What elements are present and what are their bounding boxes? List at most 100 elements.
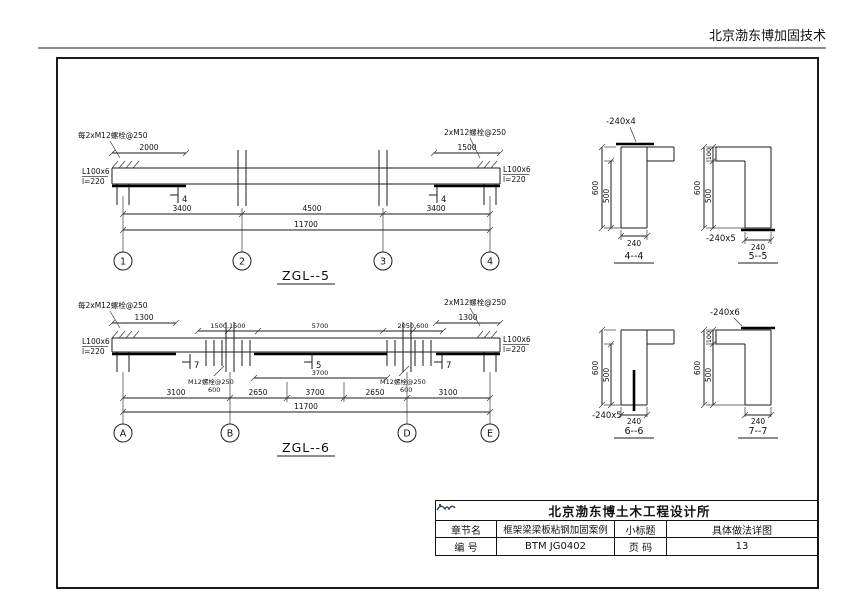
bolt-note-left: 每2xM12螺栓@250 (78, 130, 148, 140)
bolt-ticks-right (386, 340, 432, 366)
bolt-callout-dim: 600 (208, 386, 220, 394)
cut-mark-label: 7 (446, 361, 451, 371)
page-label: 页 码 (614, 537, 666, 555)
dim-label: 240 (627, 239, 642, 248)
dim-label: 500 (602, 189, 611, 204)
dim-label: 2650 (365, 388, 384, 397)
section-6-6: 600 500 -240x5 240 6--6 (591, 326, 675, 439)
dim-label: 500 (704, 189, 713, 204)
section-name: 7--7 (749, 426, 768, 437)
dim-label: 3100 (438, 388, 457, 397)
grid-bubble (397, 423, 417, 443)
dim-label: 600 (591, 361, 600, 376)
dim-label: 2000 (139, 143, 158, 152)
cut-mark-label: 5 (316, 361, 321, 371)
number-value: BTM JG0402 (496, 537, 614, 555)
dim-label: 1500,1500 (210, 322, 245, 330)
dim-label: 3400 (426, 204, 445, 213)
left-end-hatch (111, 160, 140, 169)
grid-bubble-label: 1 (120, 257, 126, 268)
bolt-note-right: 2xM12螺栓@250 (444, 127, 506, 137)
chapter-value: 框架梁梁板粘钢加固案例 (496, 520, 614, 537)
angle-note: L100x6 (82, 167, 110, 176)
plate-label: -240x6 (710, 308, 740, 318)
angle-note: L100x6 (503, 165, 531, 174)
bolt-callout: M12螺栓@250 (380, 377, 426, 386)
angle-note: L100x6 (503, 335, 531, 344)
grid-bubble (480, 423, 500, 443)
grid-bubble (480, 251, 500, 271)
grid-bubble (113, 423, 133, 443)
cut-mark-label: 4 (182, 195, 187, 205)
subtitle-label: 小标题 (614, 520, 666, 537)
cut-mark-label: 4 (441, 195, 446, 205)
zgl5-title: ZGL--5 (282, 268, 330, 283)
angle-note: l=220 (82, 347, 105, 356)
grid-bubble-label: 3 (380, 257, 386, 268)
dim-label: 1300 (134, 313, 153, 322)
dim-label: 600 (591, 181, 600, 196)
section-name: 5--5 (749, 251, 768, 262)
zgl6-elevation: 1300 1300 1500,1500 5700 2050,600 每2xM12… (78, 297, 531, 457)
dim-label: 500 (602, 368, 611, 383)
drawing-frame (56, 57, 819, 589)
left-end-hatch (111, 330, 140, 339)
dim-label: 1500 (457, 143, 476, 152)
sheet-header: 北京渤东博加固技术 (38, 28, 826, 49)
section-name: 4--4 (625, 251, 644, 262)
section-5-5: 600 100 500 -240x5 240 5--5 (693, 143, 778, 264)
dim-label: 2050,600 (397, 322, 428, 330)
dim-label: 600 (693, 361, 702, 376)
dim-label: 500 (704, 368, 713, 383)
bolt-note-left: 每2xM12螺栓@250 (78, 300, 148, 310)
number-label: 编 号 (436, 537, 496, 555)
dim-label: 3700 (312, 369, 329, 377)
right-end-hatch (476, 330, 498, 339)
grid-bubble-label: D (403, 429, 410, 440)
dim-label: 2650 (248, 388, 267, 397)
angle-note: L100x6 (82, 337, 110, 346)
page-value: 13 (666, 537, 817, 555)
dim-label: 240 (751, 417, 766, 426)
dim-label: 240 (627, 417, 642, 426)
section-7-7: -240x6 600 100 500 240 7--7 (693, 308, 778, 439)
dim-label: 100 (705, 148, 713, 160)
grid-bubble (113, 251, 133, 271)
angle-note: l=220 (503, 345, 526, 354)
firm-row: 北京渤东博土木工程设计所 (436, 501, 817, 520)
zgl5-elevation: 2000 1500 每2xM12螺栓@250 2xM12螺栓@250 L100x… (78, 127, 531, 285)
grid-bubble-label: E (487, 429, 493, 440)
cut-mark-label: 7 (194, 361, 199, 371)
grid-bubble-label: 2 (239, 257, 245, 268)
bolt-callout: M12螺栓@250 (188, 377, 234, 386)
dim-label: 3100 (166, 388, 185, 397)
plate-label: -240x5 (592, 411, 622, 421)
dim-label: 3400 (172, 204, 191, 213)
firm-name: 北京渤东博土木工程设计所 (548, 504, 711, 519)
grid-bubble (220, 423, 240, 443)
subtitle-value: 具体做法详图 (666, 520, 817, 537)
bolt-ticks-left (205, 340, 251, 366)
dim-label: 1300 (458, 313, 477, 322)
section-4-4: -240x4 600 500 240 4--4 (591, 117, 675, 264)
dim-label: 4500 (302, 204, 321, 213)
dim-label: 5700 (312, 322, 329, 330)
right-end-hatch (476, 160, 498, 169)
dim-label: 100 (705, 331, 713, 343)
grid-bubble (232, 251, 252, 271)
zgl6-title: ZGL--6 (282, 440, 330, 455)
bolt-callout-dim: 600 (400, 386, 412, 394)
dim-total-label: 11700 (294, 402, 318, 411)
chapter-label: 章节名 (436, 520, 496, 537)
title-block: 北京渤东博土木工程设计所 章节名 框架梁梁板粘钢加固案例 小标题 具体做法详图 … (435, 500, 818, 556)
plate-label: -240x5 (706, 234, 736, 244)
company-header-text: 北京渤东博加固技术 (709, 28, 826, 44)
grid-bubble-label: B (227, 429, 234, 440)
dim-total-label: 11700 (294, 220, 318, 229)
bolt-note-right: 2xM12螺栓@250 (444, 297, 506, 307)
grid-bubble-label: 4 (487, 257, 493, 268)
grid-bubble-label: A (120, 429, 127, 440)
angle-note: l=220 (82, 177, 105, 186)
